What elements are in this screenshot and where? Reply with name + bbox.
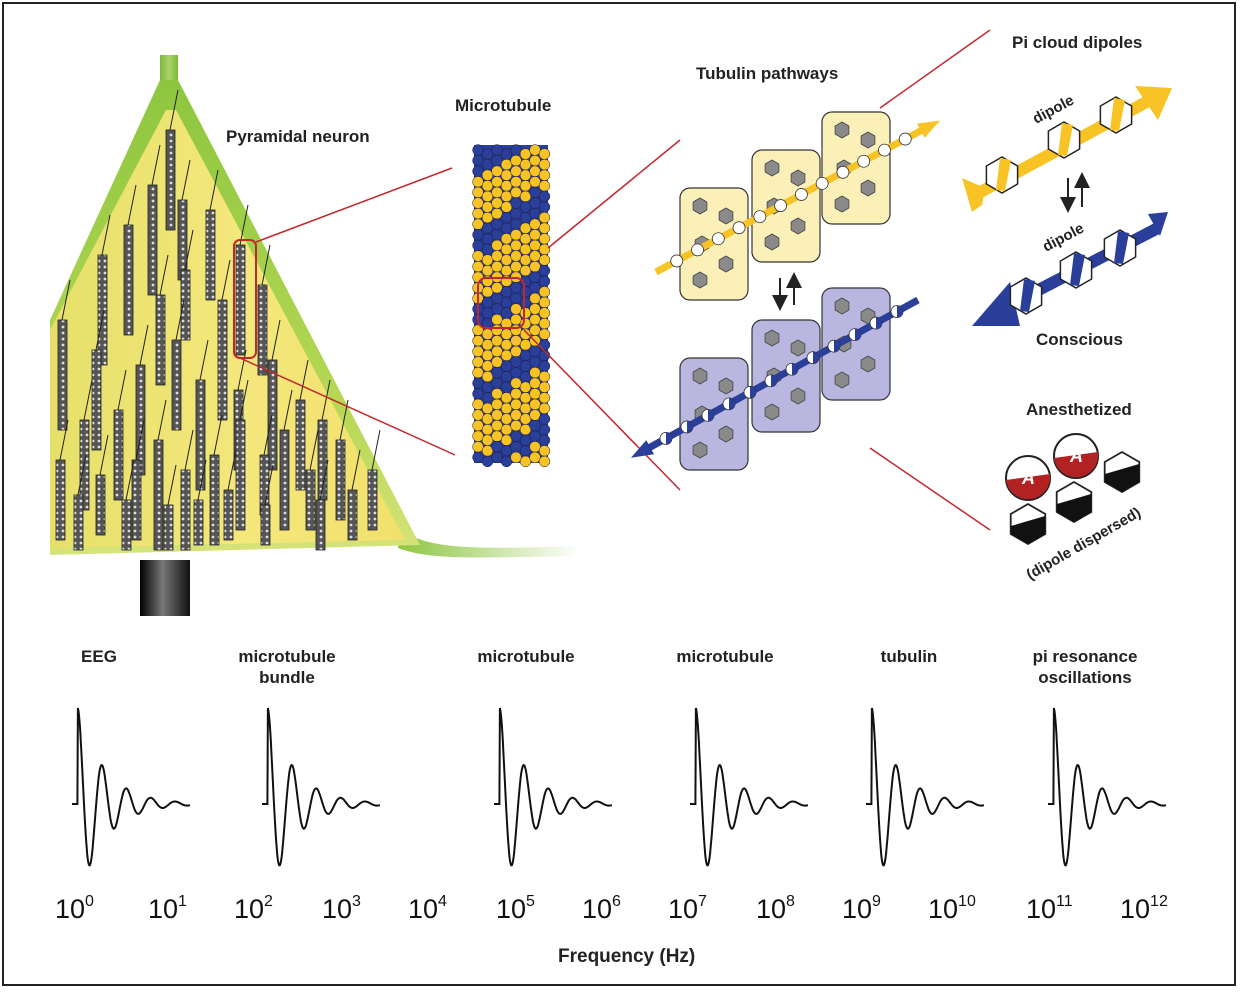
frequency-tick: 103 <box>322 893 361 924</box>
scale-label-line1: microtubule <box>238 647 335 666</box>
zoom-lines-2 <box>523 29 991 531</box>
tubulin-subunits <box>472 144 551 468</box>
switch-arrows-dipole <box>1060 172 1090 213</box>
damped-oscillation-wave <box>1048 707 1167 867</box>
zoom-lines-1 <box>239 167 456 456</box>
frequency-tick: 108 <box>756 893 795 924</box>
oscillation-waves <box>72 707 1167 867</box>
frequency-axis-label: Frequency (Hz) <box>558 946 695 967</box>
damped-oscillation-wave <box>72 707 191 867</box>
damped-oscillation-wave <box>262 707 381 867</box>
scale-labels: EEG microtubule bundle microtubule microtubu… <box>81 647 1137 687</box>
damped-oscillation-wave <box>494 707 613 867</box>
scale-label-line1: microtubule <box>676 647 773 666</box>
tubulin-pathways-label: Tubulin pathways <box>696 64 838 83</box>
frequency-ticks: 100 101 102 103 104 105 106 107 108 109 1010 1011 10… <box>55 893 1168 924</box>
frequency-tick: 101 <box>148 893 187 924</box>
damped-oscillation-wave <box>866 707 985 867</box>
frequency-tick: 106 <box>582 893 621 924</box>
frequency-tick: 1010 <box>928 893 976 924</box>
frequency-tick: 102 <box>234 893 273 924</box>
dipole-label-bottom: dipole <box>1040 220 1087 256</box>
axon <box>140 560 190 616</box>
conscious-label: Conscious <box>1036 330 1123 349</box>
anesthetized: Anesthetized AA (dipole dispersed) <box>1005 400 1144 583</box>
dipole-label-top: dipole <box>1030 92 1077 128</box>
microtubule: Microtubule <box>455 96 551 468</box>
frequency-tick: 105 <box>496 893 535 924</box>
microtubule-network <box>55 89 381 551</box>
scale-label-line1: EEG <box>81 647 117 666</box>
tubulin-pathways: Tubulin pathways <box>630 64 941 471</box>
scale-label-line1: tubulin <box>881 647 938 666</box>
anesthetic-symbol: A <box>1021 468 1035 488</box>
frequency-tick: 1012 <box>1120 893 1168 924</box>
pi-cloud-dipoles: Pi cloud dipoles dipole dipole Conscious <box>962 33 1172 349</box>
switch-arrows-tubulin <box>772 272 802 311</box>
microtubule-label: Microtubule <box>455 96 551 115</box>
pyramidal-neuron: Pyramidal neuron <box>50 55 580 616</box>
tubulin-dimers-conscious-blue <box>630 287 920 471</box>
scale-label-line1: microtubule <box>477 647 574 666</box>
scale-label-line1: pi resonance <box>1033 647 1138 666</box>
damped-oscillation-wave <box>690 707 809 867</box>
frequency-tick: 107 <box>668 893 707 924</box>
basal-dendrite <box>398 530 580 558</box>
scale-label-line2: oscillations <box>1038 668 1132 687</box>
zoom-box-microtubule <box>477 277 525 329</box>
frequency-tick: 100 <box>55 893 94 924</box>
pyramidal-neuron-label: Pyramidal neuron <box>226 127 370 146</box>
tubulin-dimers-conscious-yellow <box>654 111 941 301</box>
pi-cloud-dipoles-label: Pi cloud dipoles <box>1012 33 1142 52</box>
dipole-chain-blue: dipole <box>972 212 1168 326</box>
anesthetized-label: Anesthetized <box>1026 400 1132 419</box>
frequency-tick: 104 <box>408 893 447 924</box>
frequency-tick: 109 <box>842 893 881 924</box>
zoom-box-neuron <box>233 239 257 359</box>
frequency-tick: 1011 <box>1026 893 1073 924</box>
anesthetic-symbol: A <box>1069 446 1083 466</box>
scale-label-line2: bundle <box>259 668 315 687</box>
